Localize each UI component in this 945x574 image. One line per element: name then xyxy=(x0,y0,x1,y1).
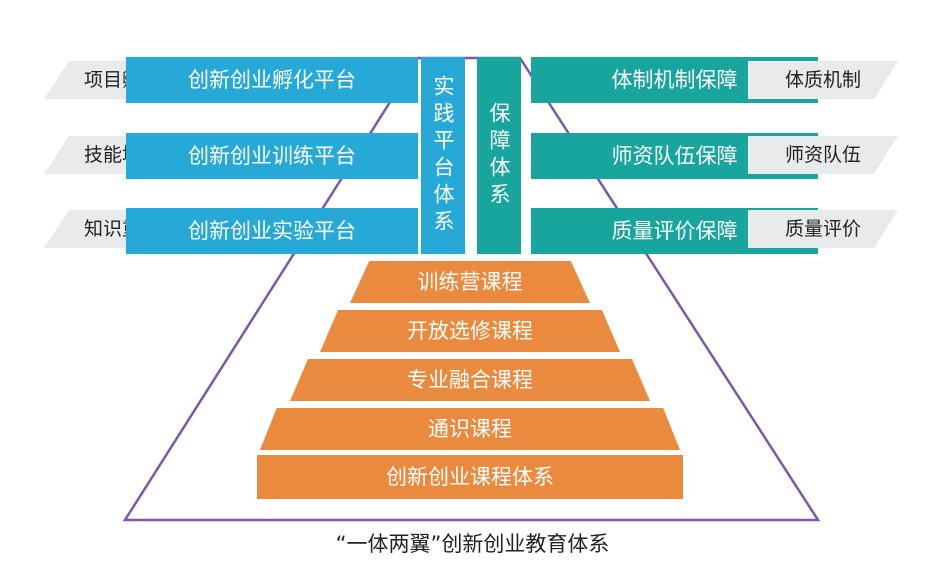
support-system: 保障体系 xyxy=(477,57,521,254)
pyramid-tier-major-integration: 专业融合课程 xyxy=(290,359,650,401)
tag-system-mechanism: 体质机制 xyxy=(748,61,898,99)
pyramid-tier-bootcamp: 训练营课程 xyxy=(350,261,590,303)
pyramid-tier-base-system: 创新创业课程体系 xyxy=(257,455,683,499)
pyramid-tier-general: 通识课程 xyxy=(260,408,680,450)
experiment-platform: 创新创业实验平台 xyxy=(126,208,418,254)
tag-faculty-team: 师资队伍 xyxy=(748,136,898,174)
diagram-caption: “一体两翼”创新创业教育体系 xyxy=(335,532,610,556)
practice-platform-system: 实践平台体系 xyxy=(421,57,465,254)
training-platform: 创新创业训练平台 xyxy=(126,133,418,179)
incubation-platform: 创新创业孵化平台 xyxy=(126,57,418,103)
tag-quality-evaluation: 质量评价 xyxy=(748,210,898,248)
pyramid-tier-open-elective: 开放选修课程 xyxy=(320,310,620,352)
